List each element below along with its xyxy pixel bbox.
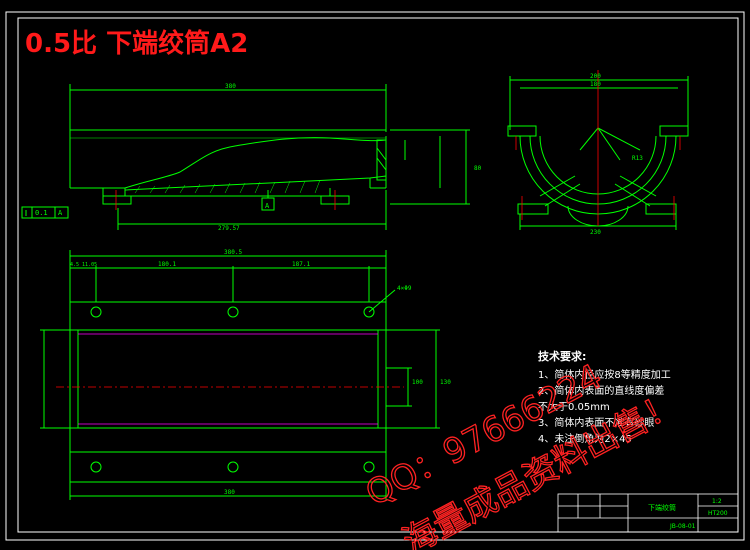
plan-hidden-lines [78, 333, 378, 425]
tolerance-value: 0.1 [35, 209, 48, 217]
tech-req-item-2: 2、简体内表面的直线度偏差 [538, 384, 664, 397]
dim-plan-seg1: 180.1 [158, 261, 176, 268]
tech-req-item-5: 4、未注倒角为2×45 [538, 432, 632, 445]
tech-req-item-3: 不大于0.05mm [538, 400, 610, 413]
section-hatching [134, 179, 321, 194]
dim-side-base: 230 [590, 229, 601, 236]
title-block-drawing-number: JB-08-01 [669, 523, 696, 530]
dim-right-height: 80 [474, 165, 482, 172]
dim-plan-seg2: 187.1 [292, 261, 310, 268]
dim-plan-overall: 380.5 [224, 249, 242, 256]
technical-requirements: 技术要求: 1、简体内径应按8等精度加工 2、简体内表面的直线度偏差 不大于0.… [538, 349, 671, 445]
dim-top-overall: 380 [225, 83, 236, 90]
front-center-lines [115, 190, 336, 210]
outer-frame [5, 11, 745, 541]
title-block-material: HT200 [708, 510, 728, 517]
dim-plan-offsets: 4.5 11.05 [70, 262, 97, 268]
title-block-scale: 1:2 [712, 498, 722, 505]
datum-reference: A [58, 209, 63, 217]
geometric-tolerance-frame: 0.1 A [21, 206, 69, 219]
side-view [507, 76, 689, 230]
plan-view [40, 250, 440, 500]
tech-req-item-4: 3、简体内表面不准有砂眼 [538, 416, 654, 429]
tech-req-heading: 技术要求: [538, 349, 586, 363]
title-block [557, 493, 739, 533]
tech-req-item-1: 1、简体内径应按8等精度加工 [538, 368, 671, 381]
side-center-lines [515, 70, 681, 226]
title-block-part-name: 下端绞筒 [648, 503, 676, 512]
datum-label: A [265, 202, 270, 210]
dim-bottom-left: 279.57 [218, 225, 240, 232]
dim-plan-height: 130 [440, 379, 451, 386]
drawing-title: 0.5比 下端绞筒A2 [25, 28, 248, 59]
front-section-view [69, 84, 470, 230]
dim-hole-note: 4×Φ9 [397, 285, 412, 292]
inner-frame [17, 17, 739, 533]
dim-side-width: 200 [590, 73, 601, 80]
dim-plan-bottom: 380 [224, 489, 235, 496]
dim-side-inner: 180 [590, 81, 601, 88]
dim-radius: R13 [632, 155, 643, 162]
dim-plan-height2: 100 [412, 379, 423, 386]
